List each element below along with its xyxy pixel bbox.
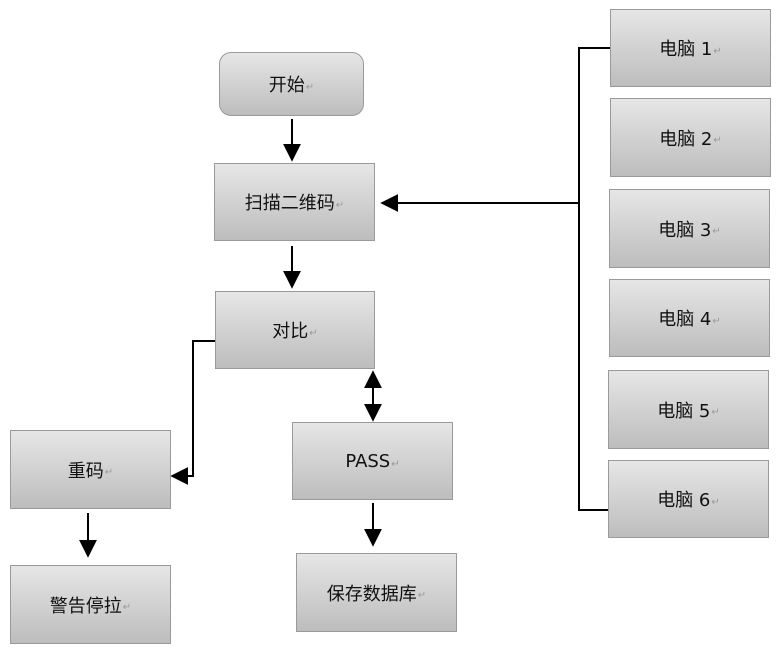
paragraph-mark: ↵ (122, 602, 132, 613)
start-label: 开始 (268, 75, 305, 96)
paragraph-mark: ↵ (335, 199, 345, 211)
computer-1-label: 电脑 1 (659, 39, 713, 60)
computer-3-label: 电脑 3 (658, 219, 712, 241)
paragraph-mark: ↵ (391, 458, 400, 470)
computer-6-node: 电脑 6↵ (608, 460, 769, 538)
scan-qr-label: 扫描二维码 (244, 193, 335, 214)
computer-2-label: 电脑 2 (659, 128, 713, 150)
duplicate-node: 重码↵ (10, 430, 171, 509)
paragraph-mark: ↵ (309, 327, 318, 339)
scan-qr-node: 扫描二维码↵ (214, 163, 375, 241)
pass-label: PASS (345, 450, 391, 472)
computer-3-node: 电脑 3↵ (609, 189, 770, 268)
bracket-computers (578, 47, 610, 511)
paragraph-mark: ↵ (711, 407, 720, 418)
paragraph-mark: ↵ (104, 467, 114, 478)
duplicate-label: 重码 (67, 460, 104, 482)
computer-4-label: 电脑 4 (658, 309, 712, 330)
start-node: 开始↵ (219, 52, 364, 116)
alarm-stop-node: 警告停拉↵ (10, 565, 171, 644)
paragraph-mark: ↵ (417, 590, 427, 601)
computer-6-label: 电脑 6 (657, 490, 711, 511)
save-db-label: 保存数据库 (326, 583, 417, 605)
compare-label: 对比 (272, 321, 309, 342)
paragraph-mark: ↵ (711, 496, 720, 508)
alarm-stop-label: 警告停拉 (49, 595, 122, 617)
computer-4-node: 电脑 4↵ (609, 279, 770, 357)
paragraph-mark: ↵ (712, 226, 721, 237)
paragraph-mark: ↵ (713, 45, 722, 57)
compare-node: 对比↵ (215, 291, 375, 369)
paragraph-mark: ↵ (712, 315, 721, 327)
save-db-node: 保存数据库↵ (296, 553, 457, 632)
arrow-compare-to-duplicate (170, 340, 215, 485)
computer-5-node: 电脑 5↵ (608, 370, 769, 449)
computer-5-label: 电脑 5 (657, 400, 711, 422)
paragraph-mark: ↵ (305, 81, 315, 93)
computer-2-node: 电脑 2↵ (610, 98, 771, 177)
computer-1-node: 电脑 1↵ (610, 9, 771, 87)
paragraph-mark: ↵ (713, 135, 722, 146)
pass-node: PASS↵ (292, 422, 453, 500)
